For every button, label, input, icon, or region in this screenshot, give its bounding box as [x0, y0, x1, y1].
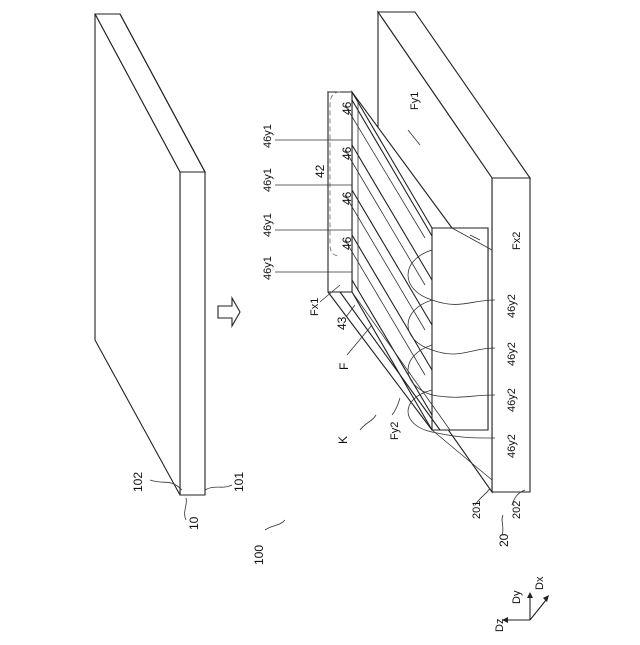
label-face-fy2: Fy2 [389, 422, 401, 440]
panel-10 [95, 14, 205, 495]
label-part-43: 43 [335, 316, 349, 330]
label-slot-4: 46 [340, 236, 354, 250]
label-substrate-face-a: 201 [471, 501, 483, 519]
label-rib-bottom-2: 46y2 [506, 342, 518, 366]
axis-triad [502, 592, 549, 623]
label-axis-dx: Dx [534, 576, 546, 590]
label-slot-2: 46 [340, 146, 354, 160]
label-face-fx2: Fx2 [511, 232, 523, 250]
label-axis-dy: Dy [511, 590, 523, 604]
label-rib-top-4: 46y1 [262, 256, 274, 280]
label-slot-1: 46 [340, 101, 354, 115]
label-assembly: 100 [252, 545, 266, 565]
label-rib-top-2: 46y1 [262, 168, 274, 192]
label-rib-bottom-3: 46y2 [506, 388, 518, 412]
label-rib-top-1: 46y1 [262, 124, 274, 148]
label-region: K [336, 436, 350, 444]
label-slot-3: 46 [340, 191, 354, 205]
label-rib-top-3: 46y1 [262, 213, 274, 237]
label-panel: 10 [187, 516, 201, 530]
label-rib-bottom-4: 46y2 [506, 434, 518, 458]
label-face-fy1: Fy1 [409, 92, 421, 110]
assembly-arrow [218, 298, 240, 326]
label-frame: F [337, 363, 351, 370]
label-rib-bottom-1: 46y2 [506, 294, 518, 318]
label-panel-face-a: 102 [131, 472, 145, 492]
label-group: 42 [313, 164, 327, 178]
label-axis-dz: Dz [494, 619, 506, 632]
label-panel-face-b: 101 [232, 472, 246, 492]
label-substrate: 20 [497, 533, 511, 547]
label-face-fx1: Fx1 [309, 298, 321, 316]
label-substrate-face-b: 202 [511, 501, 523, 519]
